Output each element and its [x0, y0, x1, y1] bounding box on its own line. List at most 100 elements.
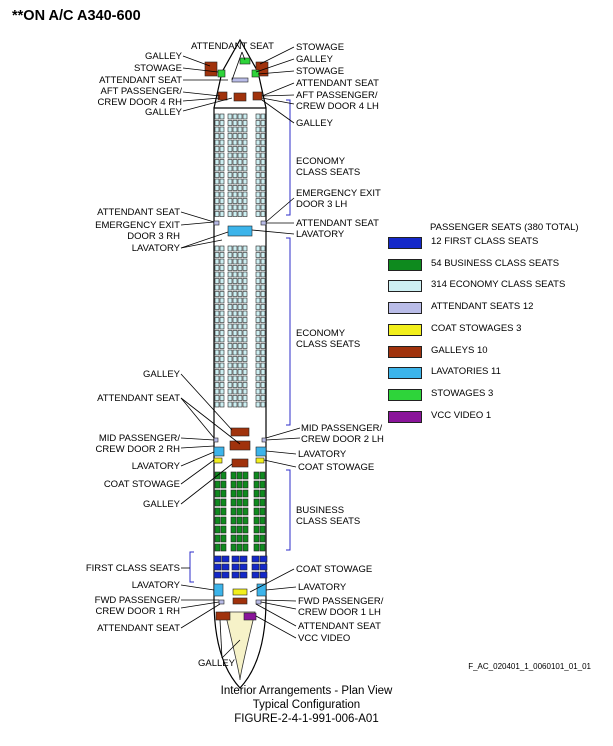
economy-seat: [237, 291, 243, 297]
economy-seat: [260, 304, 266, 310]
leader-line: [182, 55, 211, 67]
first-zone-bracket: [189, 551, 194, 583]
economy-seat: [232, 172, 238, 178]
economy-seat: [260, 343, 266, 349]
economy-seat: [255, 336, 261, 343]
business-seat: [253, 543, 260, 552]
business-seat: [259, 507, 266, 516]
economy-seat: [227, 356, 233, 362]
coat-stowage: [213, 457, 223, 464]
economy-seat: [227, 245, 233, 252]
economy-seat: [219, 139, 225, 146]
economy-seat: [242, 336, 248, 343]
economy-seat: [255, 159, 261, 165]
economy-seat: [214, 165, 220, 172]
lavatory: [255, 446, 267, 457]
economy-seat: [237, 165, 243, 172]
economy-seat: [242, 211, 248, 217]
stowage: [251, 69, 260, 78]
label-attendant-seat-l4: ATTENDANT SEAT: [97, 623, 180, 634]
economy-seat: [242, 185, 248, 191]
label-attendant-seat-l2: ATTENDANT SEAT: [97, 207, 180, 218]
business-seat: [259, 489, 266, 498]
economy-zone-bracket: [286, 99, 291, 216]
economy-seat: [255, 204, 261, 211]
business-seat: [242, 525, 249, 534]
business-seat: [230, 489, 237, 498]
label-attendant-seat-top: ATTENDANT SEAT: [191, 41, 274, 52]
business-seat: [220, 516, 227, 525]
business-seat: [220, 534, 227, 543]
economy-seat: [214, 265, 220, 271]
label-coat-stowage-l: COAT STOWAGE: [103, 479, 180, 490]
leader-line: [180, 373, 233, 431]
economy-seat: [219, 245, 225, 252]
economy-seat: [214, 362, 220, 369]
economy-seat: [255, 310, 261, 317]
business-seat: [236, 516, 243, 525]
economy-seat: [232, 120, 238, 126]
business-seat: [236, 480, 243, 489]
economy-seat: [214, 126, 220, 133]
economy-seat: [227, 198, 233, 204]
economy-seat: [219, 349, 225, 356]
economy-seat: [242, 198, 248, 204]
economy-seat: [260, 113, 266, 120]
business-seat: [242, 498, 249, 507]
legend-swatch: [388, 367, 422, 380]
leader-line: [265, 197, 295, 223]
economy-seat: [227, 382, 233, 388]
stowage: [217, 69, 226, 78]
first-class-seat: [231, 563, 240, 571]
economy-seat: [260, 382, 266, 388]
economy-seat: [227, 211, 233, 217]
galley: [233, 92, 247, 102]
leader-line: [259, 46, 295, 65]
economy-seat: [227, 204, 233, 211]
economy-seat: [237, 356, 243, 362]
business-seat: [214, 525, 221, 534]
business-zone-bracket: [286, 469, 291, 551]
label-attendant-seat-l1: ATTENDANT SEAT: [99, 75, 182, 86]
label-lavatory-r2: LAVATORY: [298, 449, 347, 460]
legend-label: 12 FIRST CLASS SEATS: [431, 236, 539, 247]
business-seat: [253, 534, 260, 543]
business-seat: [230, 525, 237, 534]
economy-seat: [237, 284, 243, 291]
leader-line: [182, 91, 221, 97]
economy-seat: [232, 178, 238, 185]
economy-seat: [214, 395, 220, 401]
economy-seat: [242, 126, 248, 133]
economy-seat: [260, 369, 266, 375]
economy-seat: [255, 330, 261, 336]
lavatory: [213, 583, 224, 597]
tail-outline: [213, 38, 267, 109]
economy-seat: [242, 310, 248, 317]
economy-seat: [214, 297, 220, 304]
attendant-seat: [231, 77, 249, 83]
leader-line: [265, 450, 297, 455]
economy-seat: [219, 323, 225, 330]
business-seat: [259, 471, 266, 480]
economy-seat: [232, 284, 238, 291]
leader-line: [231, 51, 243, 81]
economy-seat: [227, 159, 233, 165]
economy-seat: [260, 152, 266, 159]
label-galley-l3: GALLEY: [143, 499, 180, 510]
economy-seat: [219, 291, 225, 297]
attendant-seat: [261, 437, 267, 443]
economy-seat: [237, 133, 243, 139]
legend-label: STOWAGES 3: [431, 387, 494, 399]
economy-seat: [232, 165, 238, 172]
economy-seat: [237, 252, 243, 258]
economy-seat: [242, 369, 248, 375]
economy-seat: [214, 388, 220, 395]
economy-seat: [227, 395, 233, 401]
leader-line: [263, 459, 297, 468]
attendant-seat: [218, 599, 225, 605]
first-class-seat: [239, 571, 248, 579]
economy-seat: [255, 146, 261, 152]
business-seat: [242, 489, 249, 498]
economy-seat: [232, 349, 238, 356]
economy-seat: [219, 152, 225, 159]
